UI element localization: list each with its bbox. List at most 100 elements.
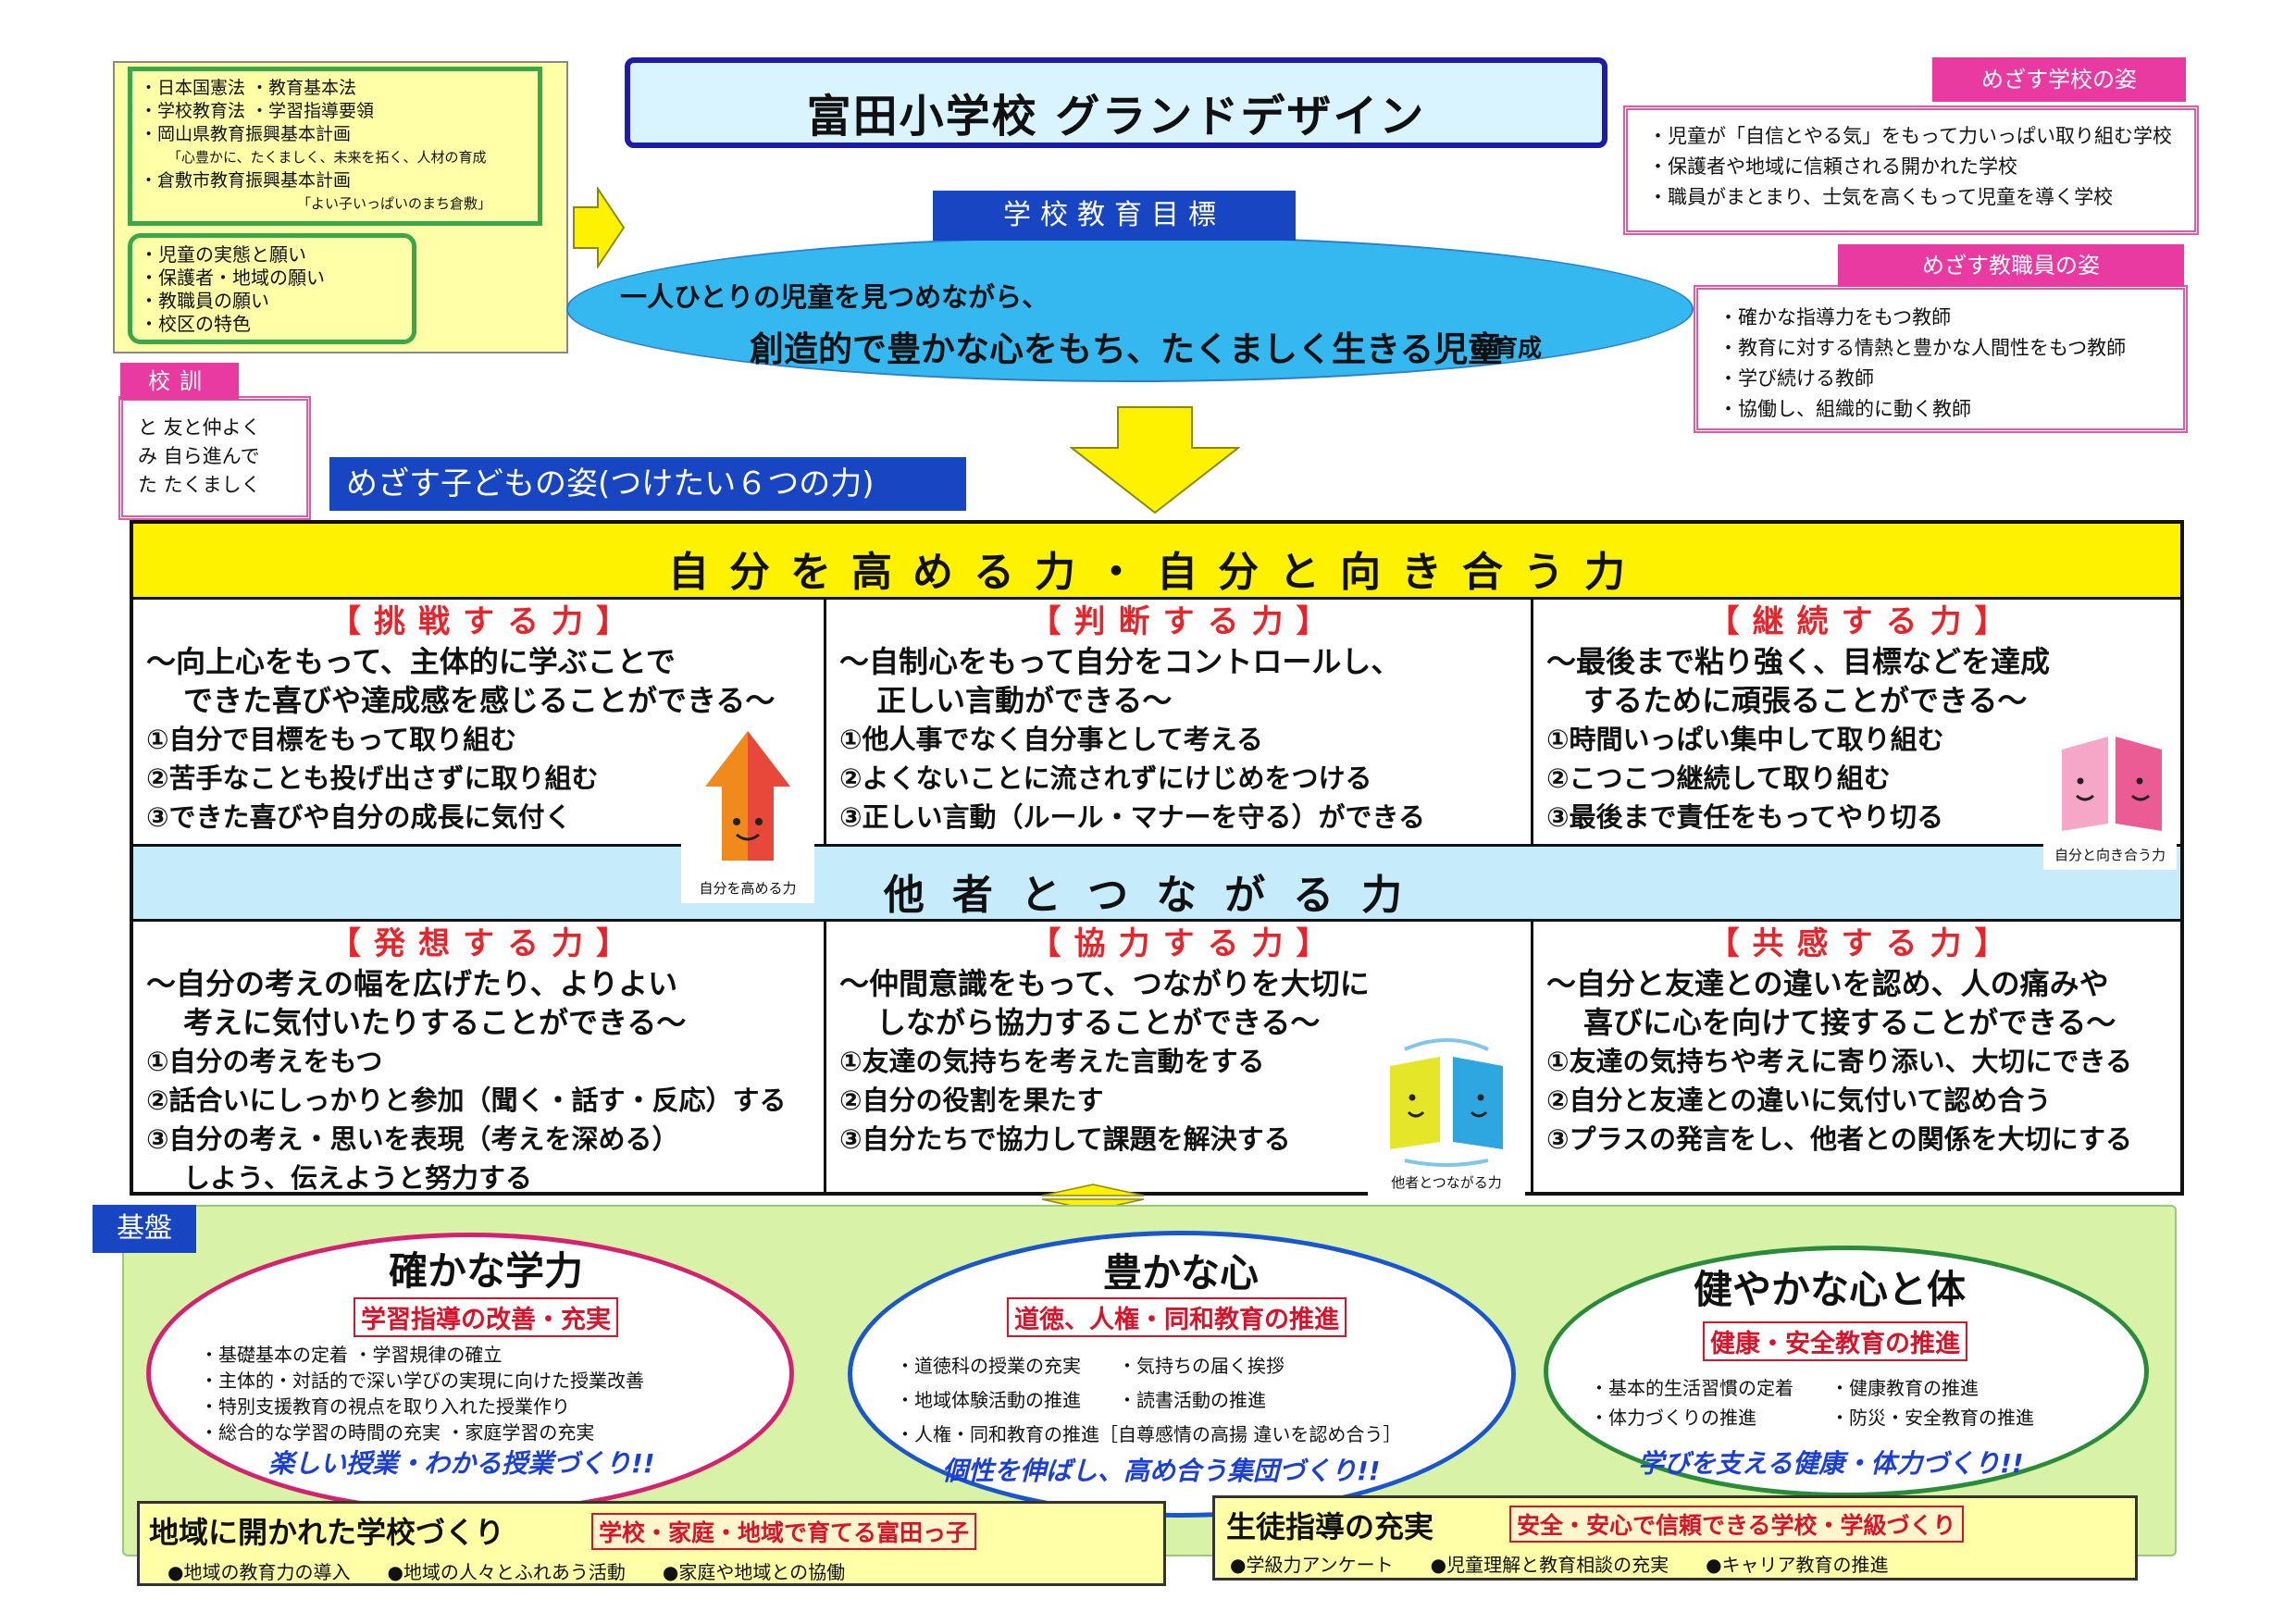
academic-item: ・基礎基本の定着 ・学習規律の確立	[200, 1344, 503, 1366]
others-caption: 他者とつながる力	[1391, 1174, 1502, 1191]
power-cell-empathy: 【共感する力】 ～自分と友達との違いを認め、人の痛みや 喜びに心を向けて接するこ…	[1533, 924, 2180, 1196]
others-power-band: 他者とつながる力	[133, 844, 2180, 922]
power-cell-cooperation: 【協力する力】 ～仲間意識をもって、つながりを大切に しながら協力することができ…	[826, 924, 1531, 1196]
others-mascot-icon	[1390, 1038, 1503, 1167]
divider	[1531, 922, 1533, 1196]
power-title: 【発想する力】	[329, 925, 640, 962]
power-item: ③プラスの発言をし、他者との関係を大切にする	[1546, 1123, 2132, 1155]
motto-box: と 友と仲よく み 自ら進んで た たくましく	[118, 396, 311, 520]
wish-item: ・校区の特色	[140, 313, 251, 335]
others-power-heading: 他者とつながる力	[883, 872, 1431, 919]
power-desc: ～向上心をもって、主体的に学ぶことで	[146, 644, 676, 679]
heart-item: ・地域体験活動の推進 ・読書活動の推進	[896, 1389, 1266, 1411]
target-school-item: ・職員がまとまり、士気を高くもって児童を導く学校	[1648, 186, 2114, 208]
wishes-list: ・児童の実態と願い ・保護者・地域の願い ・教職員の願い ・校区の特色	[128, 233, 416, 344]
divider	[1531, 600, 1533, 844]
power-item: ③自分の考え・思いを表現（考えを深める）	[146, 1123, 679, 1155]
target-staff-item: ・確かな指導力をもつ教師	[1719, 306, 1952, 329]
health-title: 健やかな心と体	[1694, 1267, 1967, 1312]
power-title: 【共感する力】	[1707, 925, 2019, 962]
target-school-label: めざす学校の姿	[1932, 57, 2186, 102]
power-item: ①自分で目標をもって取り組む	[146, 724, 517, 755]
academic-item: ・特別支援教育の視点を取り入れた授業作り	[200, 1395, 570, 1418]
power-item: ③できた喜びや自分の成長に気付く	[146, 801, 572, 833]
power-item: ③最後まで責任をもってやり切る	[1546, 801, 1944, 833]
self-up-mascot: 自分を高める力	[681, 722, 814, 903]
power-desc: ～仲間意識をもって、つながりを大切に	[839, 966, 1370, 1001]
power-desc: 正しい言動ができる～	[876, 683, 1173, 718]
foundation-label: 基盤	[93, 1205, 196, 1253]
power-desc: 考えに気付いたりすることができる～	[183, 1005, 687, 1040]
law-item: 「心豊かに、たくましく、未来を拓く、人材の育成	[168, 149, 487, 166]
law-item: ・学校教育法 ・学習指導要領	[140, 101, 375, 121]
heart-oval	[848, 1231, 1516, 1518]
heart-subtitle: 道徳、人権・同和教育の推進	[1007, 1297, 1347, 1337]
school-goal-line2: 創造的で豊かな心をもち、たくましく生きる児童	[750, 329, 1503, 369]
power-desc: しながら協力することができる～	[876, 1005, 1321, 1040]
law-item: ・倉敷市教育振興基本計画	[140, 170, 352, 191]
health-oval	[1544, 1246, 2149, 1497]
academic-list: ・基礎基本の定着 ・学習規律の確立 ・主体的・対話的で深い学びの実現に向けた授業…	[200, 1342, 644, 1445]
power-desc: できた喜びや達成感を感じることができる～	[183, 683, 776, 718]
down-arrow-icon	[1070, 406, 1240, 514]
community-title: 地域に開かれた学校づくり	[149, 1515, 505, 1550]
health-subtitle: 健康・安全教育の推進	[1703, 1321, 1967, 1361]
health-slogan: 学びを支える健康・体力づくり!!	[1638, 1448, 2024, 1479]
target-school-item: ・保護者や地域に信頼される開かれた学校	[1648, 155, 2017, 178]
power-title: 【継続する力】	[1707, 603, 2019, 640]
health-item: ・基本的生活習慣の定着 ・健康教育の推進	[1590, 1377, 1979, 1399]
power-item: ①時間いっぱい集中して取り組む	[1546, 724, 1944, 755]
wish-item: ・教職員の願い	[140, 290, 269, 312]
motto-item: と 友と仲よく	[138, 416, 261, 439]
academic-item: ・総合的な学習の時間の充実 ・家庭学習の充実	[200, 1421, 595, 1444]
power-item: ②よくないことに流されずにけじめをつける	[839, 762, 1372, 794]
heart-slogan: 個性を伸ばし、高め合う集団づくり!!	[942, 1456, 1381, 1486]
target-staff-item: ・協働し、組織的に動く教師	[1719, 398, 1971, 420]
motto-item: み 自ら進んで	[138, 445, 260, 467]
academic-subtitle: 学習指導の改善・充実	[354, 1297, 618, 1337]
heart-item: ・人権・同和教育の推進［自尊感情の高揚 違いを認め合う］	[896, 1423, 1402, 1445]
academic-title: 確かな学力	[389, 1248, 584, 1294]
power-title: 【判断する力】	[1029, 603, 1341, 640]
school-goal-ellipse	[566, 236, 1694, 382]
self-up-caption: 自分を高める力	[699, 880, 797, 897]
guidance-box: 生徒指導の充実 安全・安心で信頼できる学校・学級づくり ●学級力アンケート ●児…	[1212, 1495, 2138, 1581]
power-title: 【挑戦する力】	[329, 603, 640, 640]
power-title: 【協力する力】	[1029, 925, 1341, 962]
power-cell-judgement: 【判断する力】 ～自制心をもって自分をコントロールし、 正しい言動ができる～ ①…	[826, 601, 1531, 844]
power-desc: ～自分と友達との違いを認め、人の痛みや	[1546, 966, 2109, 1001]
school-goal-line1: 一人ひとりの児童を見つめながら、	[620, 281, 1049, 313]
academic-slogan: 楽しい授業・わかる授業づくり!!	[268, 1448, 655, 1479]
target-school-item: ・児童が「自信とやる気」をもって力いっぱい取り組む学校	[1648, 125, 2172, 147]
power-desc: ～自分の考えの幅を広げたり、よりよい	[146, 966, 678, 1001]
guidance-items: ●学級力アンケート ●児童理解と教育相談の充実 ●キャリア教育の推進	[1230, 1554, 1889, 1576]
community-items: ●地域の教育力の導入 ●地域の人々とふれあう活動 ●家庭や地域との協働	[168, 1561, 846, 1583]
target-child-label: めざす子どもの姿(つけたい６つの力)	[329, 457, 966, 511]
target-staff-box: ・確かな指導力をもつ教師 ・教育に対する情熱と豊かな人間性をもつ教師 ・学び続け…	[1694, 285, 2188, 433]
title-banner: 富田小学校 グランドデザイン	[625, 57, 1607, 148]
power-item: ②苦手なことも投げ出さずに取り組む	[146, 762, 599, 794]
target-staff-label: めざす教職員の姿	[1838, 244, 2184, 287]
power-item: ②自分の役割を果たす	[839, 1085, 1104, 1116]
power-item: ③正しい言動（ルール・マナーを守る）ができる	[839, 801, 1425, 833]
power-cell-persistence: 【継続する力】 ～最後まで粘り強く、目標などを達成 するために頑張ることができる…	[1533, 601, 2180, 844]
power-item: ①友達の気持ちを考えた言動をする	[839, 1046, 1265, 1077]
law-item: 「よい子いっぱいのまち倉敷」	[297, 195, 492, 212]
school-goal-label: 学校教育目標	[933, 191, 1296, 241]
others-mascot: 他者とつながる力	[1368, 1031, 1525, 1197]
power-item: ②自分と友達との違いに気付いて認め合う	[1546, 1085, 2052, 1116]
self-face-caption: 自分と向き合う力	[2054, 847, 2166, 863]
self-face-mascot: 自分と向き合う力	[2043, 722, 2177, 870]
power-item: ③自分たちで協力して課題を解決する	[839, 1123, 1291, 1155]
power-item: ①他人事でなく自分事として考える	[839, 724, 1263, 755]
guidance-subtitle: 安全・安心で信頼できる学校・学級づくり	[1509, 1506, 1964, 1543]
power-desc: ～自制心をもって自分をコントロールし、	[839, 644, 1401, 679]
heart-list: ・道徳科の授業の充実 ・気持ちの届く挨拶 ・地域体験活動の推進 ・読書活動の推進…	[896, 1349, 1401, 1452]
community-box: 地域に開かれた学校づくり 学校・家庭・地域で育てる富田っ子 ●地域の教育力の導入…	[137, 1501, 1166, 1586]
self-face-mascot-icon	[2062, 737, 2162, 831]
divider	[824, 600, 826, 844]
self-up-mascot-icon	[705, 731, 790, 861]
guidance-title: 生徒指導の充実	[1226, 1509, 1434, 1544]
community-subtitle: 学校・家庭・地域で育てる富田っ子	[591, 1513, 977, 1550]
power-item: しよう、伝えようと努力する	[183, 1162, 533, 1194]
